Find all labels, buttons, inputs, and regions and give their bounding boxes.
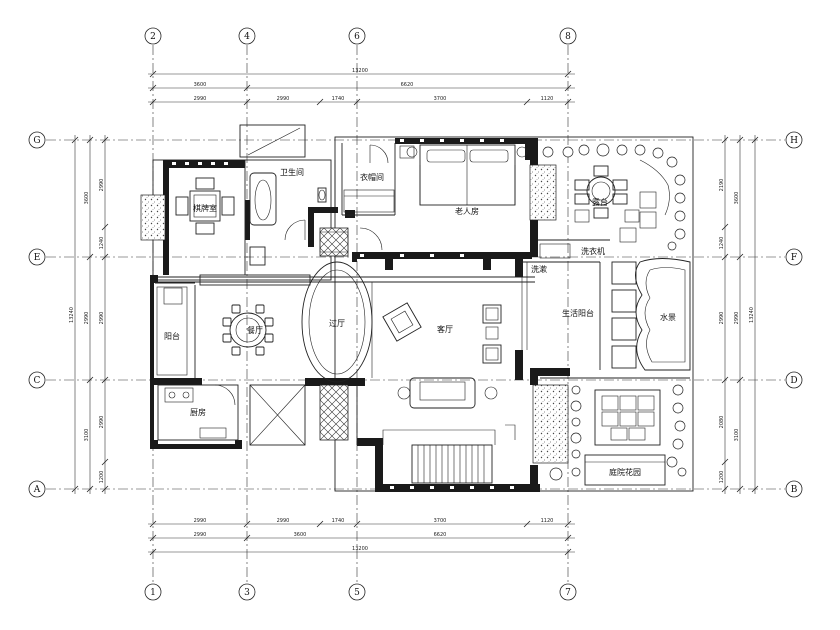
axis-label-bottom-1: 1 bbox=[150, 588, 156, 598]
room-label-dining: 餐厅 bbox=[247, 326, 263, 335]
plants bbox=[542, 143, 687, 481]
dim-left-h: 1200 bbox=[99, 471, 105, 484]
room-label-kitchen: 厨房 bbox=[190, 407, 206, 417]
dim-right-c: 2990 bbox=[719, 312, 725, 325]
dim-top-c: 2990 bbox=[194, 96, 207, 102]
walls bbox=[150, 124, 694, 492]
dim-left-b: 2990 bbox=[84, 312, 90, 325]
room-label-living: 客厅 bbox=[437, 324, 453, 334]
elder-bedroom: 老人房 bbox=[359, 144, 528, 251]
room-label-bathroom: 卫生间 bbox=[280, 167, 304, 177]
room-label-hall: 过厅 bbox=[329, 318, 345, 328]
room-label-terrace: 露台 bbox=[592, 197, 608, 207]
room-label-mahjong: 棋牌室 bbox=[193, 203, 217, 213]
label-washbasin: 洗漱 bbox=[531, 264, 547, 274]
dim-bottom-c: 1740 bbox=[332, 518, 345, 524]
dim-bottom-d: 3700 bbox=[434, 518, 447, 524]
dim-bottom-a: 2990 bbox=[194, 518, 207, 524]
staircase bbox=[382, 424, 516, 484]
room-label-life-balcony: 生活阳台 bbox=[562, 308, 594, 318]
living-room: 客厅 bbox=[371, 282, 502, 409]
dim-top-g: 1120 bbox=[541, 96, 554, 102]
axis-label-bottom-5: 5 bbox=[354, 588, 360, 598]
dim-left-total: 13240 bbox=[69, 307, 75, 323]
axis-label-left-g: G bbox=[33, 136, 40, 146]
room-label-elder-bedroom: 老人房 bbox=[455, 206, 479, 216]
terrace: 露台 bbox=[574, 165, 657, 243]
dim-left-g: 2990 bbox=[99, 416, 105, 429]
dimension-lines: 13200 3600 6620 2990 2990 1740 3700 1120… bbox=[69, 68, 759, 556]
axis-label-top-8: 8 bbox=[565, 32, 571, 42]
dim-left-e: 1240 bbox=[99, 237, 105, 250]
room-label-garden: 庭院花园 bbox=[609, 467, 641, 477]
dim-right-f: 3600 bbox=[734, 192, 740, 205]
axis-label-left-a: A bbox=[33, 485, 41, 495]
axis-label-left-c: C bbox=[34, 376, 41, 386]
dim-right-h: 3100 bbox=[734, 429, 740, 442]
room-label-balcony: 阳台 bbox=[164, 331, 180, 341]
kitchen: 厨房 bbox=[157, 384, 239, 441]
axis-label-left-e: E bbox=[34, 253, 41, 263]
dim-left-d: 2990 bbox=[99, 179, 105, 192]
dim-right-a: 2190 bbox=[719, 179, 725, 192]
life-balcony: 生活阳台 洗衣机 洗漱 bbox=[521, 243, 605, 350]
axis-label-bottom-3: 3 bbox=[244, 588, 250, 598]
planters bbox=[140, 164, 569, 464]
axis-label-top-4: 4 bbox=[244, 32, 250, 42]
dim-top-total: 13200 bbox=[352, 68, 368, 74]
axis-label-right-d: D bbox=[790, 376, 797, 386]
dim-top-f: 3700 bbox=[434, 96, 447, 102]
dim-right-d: 2080 bbox=[719, 416, 725, 429]
dim-bottom-total: 13200 bbox=[352, 546, 368, 552]
dim-bottom-g: 3600 bbox=[294, 532, 307, 538]
closet: 衣帽间 bbox=[343, 144, 395, 213]
dim-bottom-b: 2990 bbox=[277, 518, 290, 524]
axis-label-bottom-7: 7 bbox=[565, 588, 571, 598]
dining-room: 餐厅 bbox=[222, 304, 274, 356]
dim-right-e: 1200 bbox=[719, 471, 725, 484]
mahjong-room: 棋牌室 bbox=[175, 177, 235, 235]
axis-label-right-h: H bbox=[790, 136, 798, 146]
dim-left-c: 3100 bbox=[84, 429, 90, 442]
water-feature: 水景 bbox=[611, 258, 691, 371]
balcony: 阳台 bbox=[156, 286, 188, 376]
dim-top-e: 1740 bbox=[332, 96, 345, 102]
label-laundry: 洗衣机 bbox=[581, 246, 605, 256]
dim-bottom-h: 6620 bbox=[434, 532, 447, 538]
bathroom: 卫生间 bbox=[249, 167, 327, 241]
garden: 庭院花园 bbox=[584, 389, 666, 486]
dim-bottom-f: 2990 bbox=[194, 532, 207, 538]
dim-right-g: 2990 bbox=[734, 312, 740, 325]
dim-right-b: 1240 bbox=[719, 237, 725, 250]
dim-left-f: 2990 bbox=[99, 312, 105, 325]
void-shaft bbox=[249, 384, 306, 446]
dim-right-total: 13240 bbox=[749, 307, 755, 323]
axis-label-right-b: B bbox=[791, 485, 798, 495]
room-label-water: 水景 bbox=[660, 312, 676, 322]
decor-screens bbox=[319, 227, 349, 441]
dim-left-a: 3600 bbox=[84, 192, 90, 205]
axis-label-top-2: 2 bbox=[150, 32, 156, 42]
dim-top-a: 3600 bbox=[194, 82, 207, 88]
axis-label-right-f: F bbox=[791, 253, 797, 263]
axis-bubbles: 2 4 6 8 1 3 5 7 G E C A H F D B bbox=[28, 27, 803, 601]
dim-bottom-e: 1120 bbox=[541, 518, 554, 524]
hall: 过厅 bbox=[301, 261, 373, 383]
dim-top-b: 6620 bbox=[401, 82, 414, 88]
axis-label-top-6: 6 bbox=[354, 32, 360, 42]
room-label-closet: 衣帽间 bbox=[360, 172, 384, 182]
dim-top-d: 2990 bbox=[277, 96, 290, 102]
